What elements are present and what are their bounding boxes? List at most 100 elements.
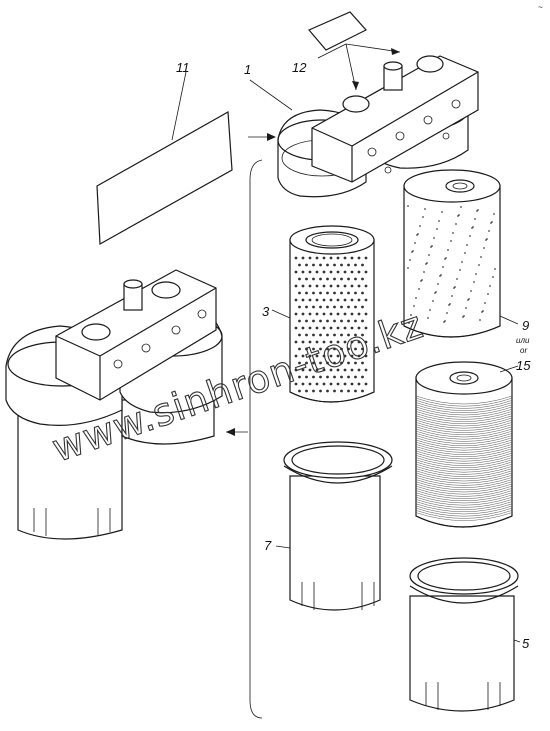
perforation-dot [436,228,438,230]
perforation-dot [319,277,322,281]
perforation-dot [333,291,336,295]
perforation-dot [426,262,428,264]
perforation-dot [315,298,319,302]
perforation-dot [322,256,326,260]
pleat-line [415,408,513,418]
callout-3: 3 [262,304,270,319]
perforation-dot [312,319,315,323]
perforation-dot [456,278,458,280]
pleat-line [415,481,513,491]
perforation-dot [294,326,298,330]
perforation-dot [463,315,465,317]
perforation-dot [474,218,476,220]
perforation-dot [459,269,461,271]
perforation-dot [354,291,357,295]
perforation-dot [441,211,443,213]
perforation-dot [350,354,354,358]
perforation-dot [361,305,364,309]
perforation-dot [326,291,329,295]
perforation-dot [364,270,368,274]
perforation-dot [305,305,308,309]
callout-or-en: or [520,346,527,355]
perforation-dot [435,291,437,293]
perforation-dot [308,270,312,274]
perforation-dot [487,293,489,295]
perforation-dot [294,284,298,288]
perforation-dot [343,298,347,302]
perforation-dot [333,347,336,351]
perforation-dot [329,256,333,260]
pleat-line [415,472,513,482]
perforation-dot [305,277,308,281]
perforation-dot [340,291,343,295]
perforation-dot [333,305,336,309]
perforation-dot [294,354,298,358]
pleat-line [415,496,513,506]
perforation-dot [301,340,305,344]
perforation-dot [364,298,368,302]
perforation-dot [333,277,336,281]
pleat-line [415,448,513,458]
perforation-dot [319,361,322,365]
perforation-dot [407,205,409,207]
pleat-line [415,468,513,477]
perforation-dot [301,326,305,330]
pleat-line [415,479,513,488]
pleat-line [415,419,513,429]
perforation-dot [361,375,364,379]
perforation-dot [312,347,315,351]
callout-9: 9 [522,318,529,333]
pleat-line [415,417,513,427]
perforation-dot [343,368,347,372]
pleat-line [415,402,513,411]
pleat-line [415,505,513,515]
perforation-dot [329,312,333,316]
perforation-dot [364,326,368,330]
perforation-dot [472,226,474,228]
perforation-dot [294,368,298,372]
perforation-dot [294,298,298,302]
perforation-dot [333,333,336,337]
perforation-dot [347,263,350,267]
perforation-dot [445,257,447,259]
perforation-dot [322,354,326,358]
perforation-dot [294,256,298,260]
perforation-dot [329,368,333,372]
perforation-dot [361,389,364,393]
pleat-line [415,512,513,521]
perforation-dot [417,233,419,235]
perforation-dot [308,326,312,330]
perforation-dot [326,305,329,309]
perforation-dot [340,361,343,365]
perforation-dot [326,361,329,365]
perforation-dot [340,389,343,393]
perforation-dot [486,238,488,240]
perforation-dot [423,271,425,273]
perforation-dot [354,263,357,267]
pleat-line [415,459,513,469]
perforation-dot [326,375,329,379]
perforation-dot [364,382,368,386]
perforation-dot [350,256,354,260]
pleat-line [415,492,513,502]
callout-7: 7 [264,538,272,553]
perforation-dot [298,347,301,351]
perforation-dot [322,298,326,302]
perforation-dot [298,389,301,393]
callout-11: 11 [176,60,190,75]
perforation-dot [322,312,326,316]
part-11-label-plate [96,71,233,245]
pleat-line [415,463,513,473]
pleat-line [415,428,513,438]
exploded-group-bracket [249,159,263,719]
perforation-dot [450,240,452,242]
perforation-dot [298,319,301,323]
perforation-dot [343,270,347,274]
perforation-dot [422,216,424,218]
perforation-dot [319,319,322,323]
perforation-dot [492,276,494,278]
perforation-dot [494,268,496,270]
perforation-dot [315,382,319,386]
perforation-dot [326,263,329,267]
perforation-dot [449,303,451,305]
